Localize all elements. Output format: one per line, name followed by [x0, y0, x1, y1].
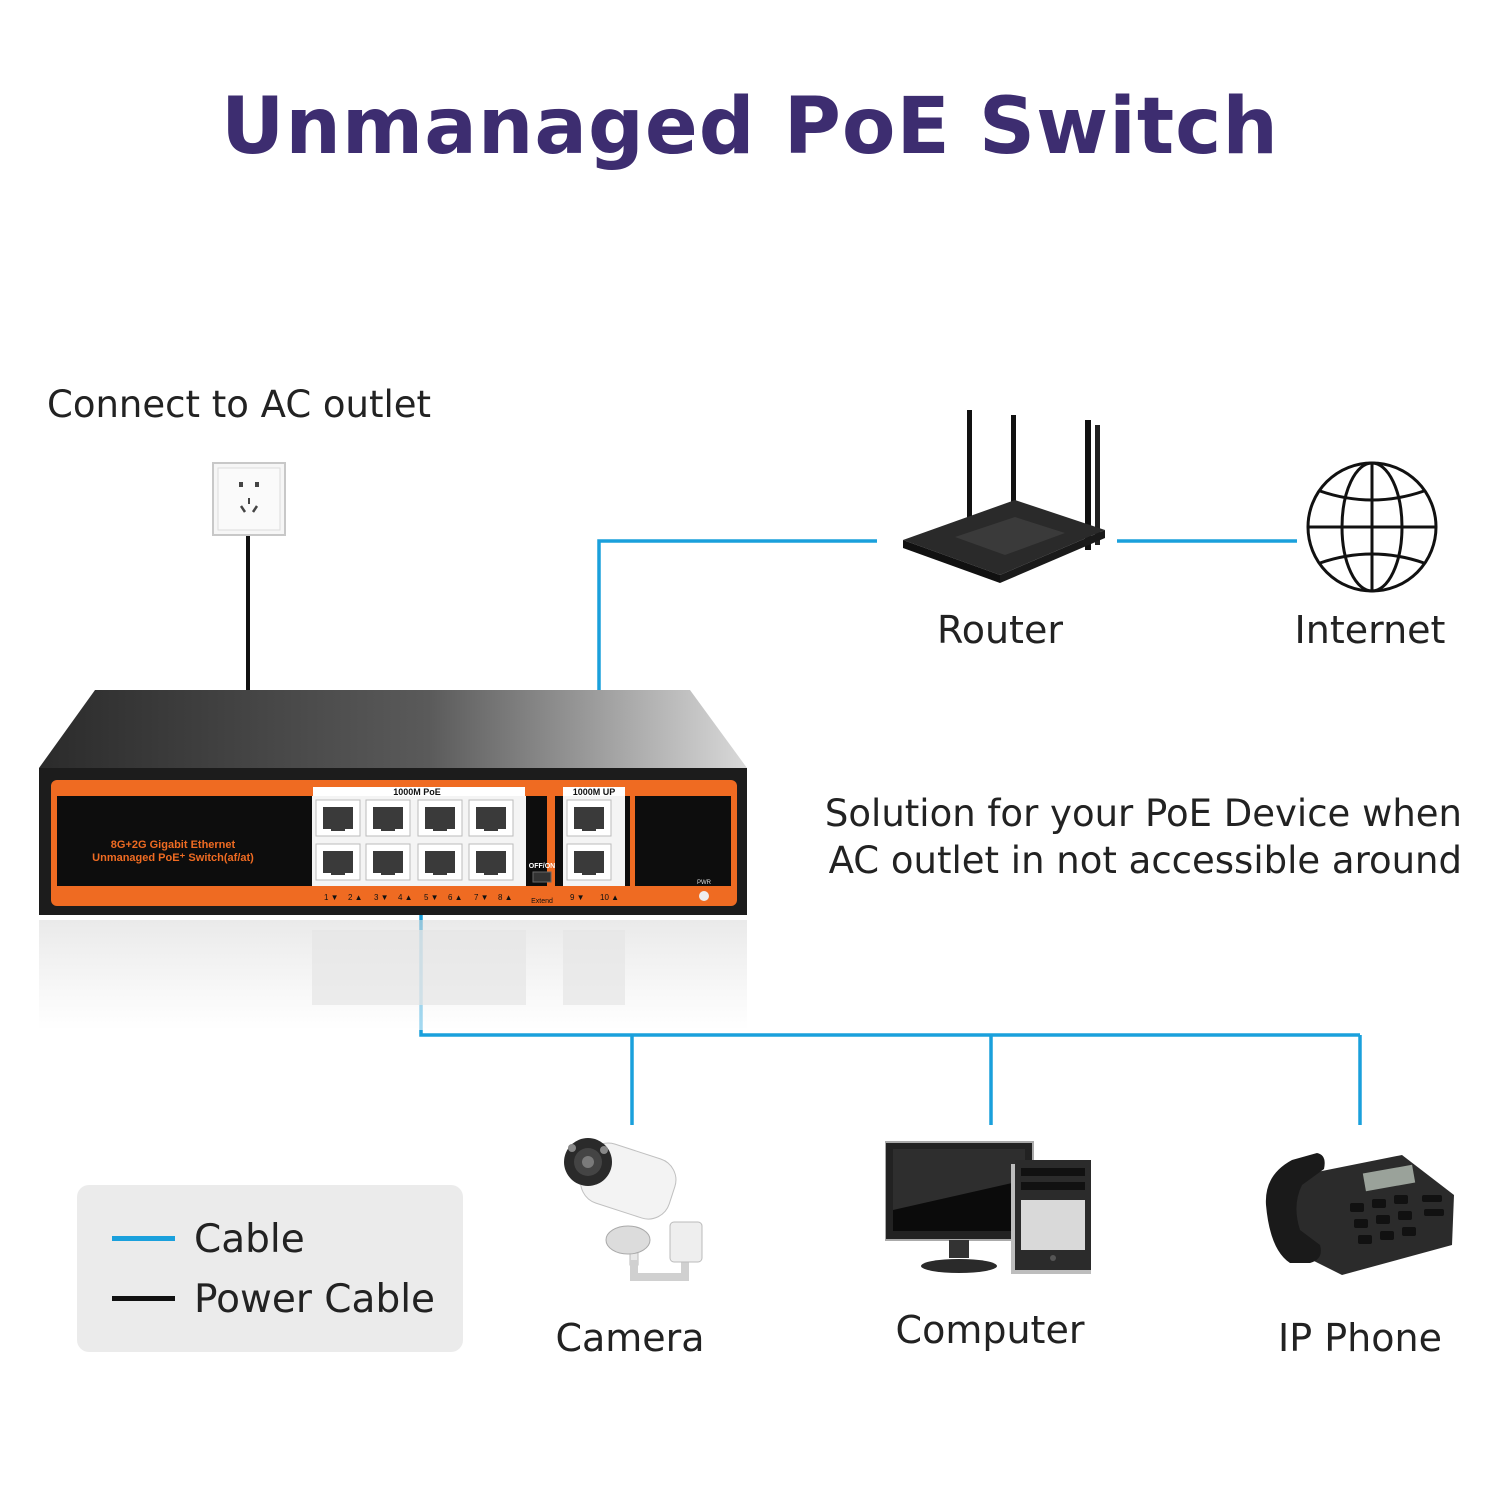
offon-label: OFF/ON	[529, 863, 555, 870]
ac-outlet-label: Connect to AC outlet	[47, 383, 432, 426]
port-number-10: 10 ▲	[600, 893, 619, 902]
port-number-2: 2 ▲	[348, 893, 363, 902]
port-number-7: 7 ▼	[474, 893, 489, 902]
poe-port-bottom-2	[365, 843, 411, 881]
cable-legend-label: Cable	[194, 1217, 305, 1262]
ac-outlet-icon	[212, 462, 286, 536]
offon-switch	[532, 871, 552, 883]
switch-top	[39, 690, 747, 768]
solution-line1: Solution for your PoE Device when	[824, 792, 1462, 835]
poe-port-top-3	[417, 799, 463, 837]
pwr-led	[699, 891, 709, 901]
legend: Cable Power Cable	[77, 1185, 463, 1352]
internet-label: Internet	[1294, 608, 1446, 652]
uplink-group-label: 1000M UP	[573, 787, 616, 797]
switch-model-line2: Unmanaged PoE⁺ Switch(af/at)	[92, 852, 254, 864]
port-number-1: 1 ▼	[324, 893, 339, 902]
globe-icon	[1306, 461, 1438, 593]
pwr-label: PWR	[697, 880, 712, 886]
router-icon	[903, 410, 1105, 583]
port-number-8: 8 ▲	[498, 893, 513, 902]
solution-line2: AC outlet in not accessible around	[828, 839, 1462, 882]
camera-icon	[564, 1138, 703, 1281]
uplink-port-top	[566, 799, 612, 837]
port-number-5: 5 ▼	[424, 893, 439, 902]
page-title: Unmanaged PoE Switch	[221, 82, 1279, 172]
extend-label: Extend	[531, 898, 553, 905]
switch-model-line1: 8G+2G Gigabit Ethernet	[111, 839, 236, 851]
port-number-4: 4 ▲	[398, 893, 413, 902]
computer-label: Computer	[895, 1308, 1085, 1352]
port-number-9: 9 ▼	[570, 893, 585, 902]
ip-phone-icon	[1265, 1153, 1454, 1275]
port-number-6: 6 ▲	[448, 893, 463, 902]
solution-text: Solution for your PoE Device when AC out…	[782, 790, 1462, 884]
ip-phone-label: IP Phone	[1278, 1316, 1442, 1360]
port-number-3: 3 ▼	[374, 893, 389, 902]
uplink-port-bottom	[566, 843, 612, 881]
power-cable-legend-swatch	[112, 1296, 175, 1301]
router-label: Router	[937, 608, 1063, 652]
cable-legend-swatch	[112, 1236, 175, 1241]
port-numbers: 1 ▼ 2 ▲ 3 ▼ 4 ▲ 5 ▼ 6 ▲ 7 ▼ 8 ▲ 9 ▼ 10 ▲	[324, 893, 619, 902]
camera-label: Camera	[555, 1316, 705, 1360]
poe-port-bottom-4	[468, 843, 514, 881]
poe-port-bottom-3	[417, 843, 463, 881]
switch-ports	[315, 799, 612, 881]
poe-switch: 1000M PoE 1000M UP 8G+2G Gigabit Etherne…	[39, 690, 747, 1030]
power-cable-legend-label: Power Cable	[194, 1277, 436, 1322]
poe-port-top-4	[468, 799, 514, 837]
poe-port-top-2	[365, 799, 411, 837]
poe-port-bottom-1	[315, 843, 361, 881]
computer-icon	[885, 1141, 1091, 1274]
poe-group-label: 1000M PoE	[393, 787, 441, 797]
poe-port-top-1	[315, 799, 361, 837]
